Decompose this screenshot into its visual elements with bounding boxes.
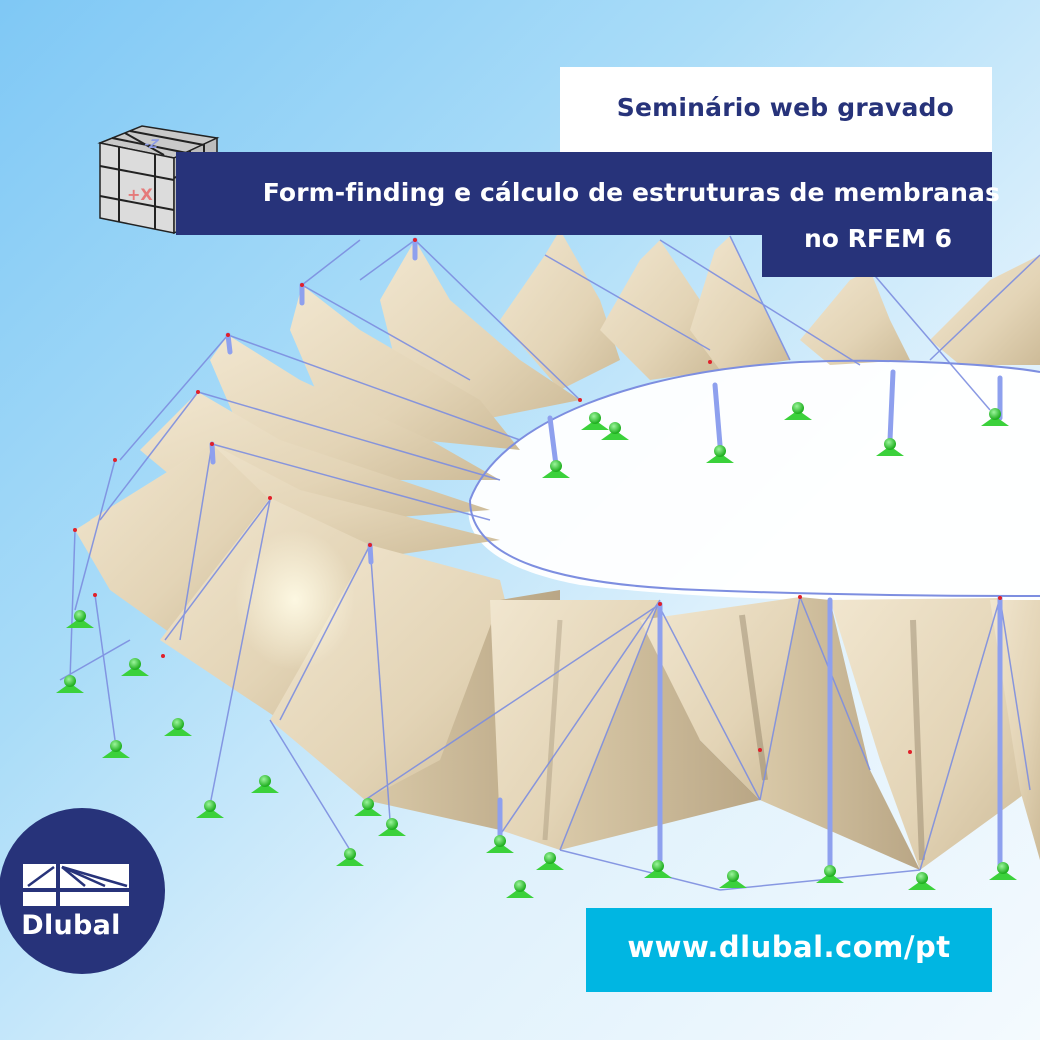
svg-text:+X: +X bbox=[127, 185, 153, 204]
title-line-2: no RFEM 6 bbox=[803, 224, 952, 253]
title-panel-tail bbox=[762, 232, 992, 277]
dlubal-logo[interactable]: Dlubal bbox=[0, 808, 165, 974]
subtitle-panel: Seminário web gravado bbox=[560, 67, 992, 155]
logo-text: Dlubal bbox=[21, 910, 121, 941]
url-button[interactable]: www.dlubal.com/pt bbox=[586, 908, 992, 992]
dlubal-bridge-logo-icon bbox=[23, 864, 129, 906]
svg-text:-Z: -Z bbox=[142, 136, 161, 151]
subtitle-text: Seminário web gravado bbox=[616, 93, 954, 122]
title-line-1: Form-finding e cálculo de estruturas de … bbox=[262, 178, 1000, 207]
url-link[interactable]: www.dlubal.com/pt bbox=[627, 930, 951, 964]
title-panel bbox=[176, 152, 992, 235]
